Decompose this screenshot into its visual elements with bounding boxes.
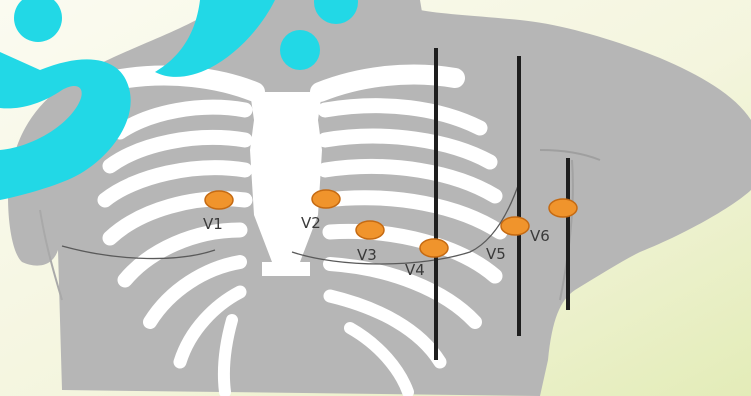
electrode-v6 <box>549 199 577 217</box>
electrode-v3 <box>356 221 384 239</box>
electrode-v1 <box>205 191 233 209</box>
electrode-v4 <box>420 239 448 257</box>
lead-label-v1: V1 <box>203 215 223 233</box>
electrode-v5 <box>501 217 529 235</box>
lead-label-v5: V5 <box>486 245 506 263</box>
lead-label-v3: V3 <box>357 246 377 264</box>
lead-label-v2: V2 <box>301 214 321 232</box>
electrode-v2 <box>312 190 340 208</box>
lead-label-v6: V6 <box>530 227 550 245</box>
lead-label-v4: V4 <box>405 261 425 279</box>
